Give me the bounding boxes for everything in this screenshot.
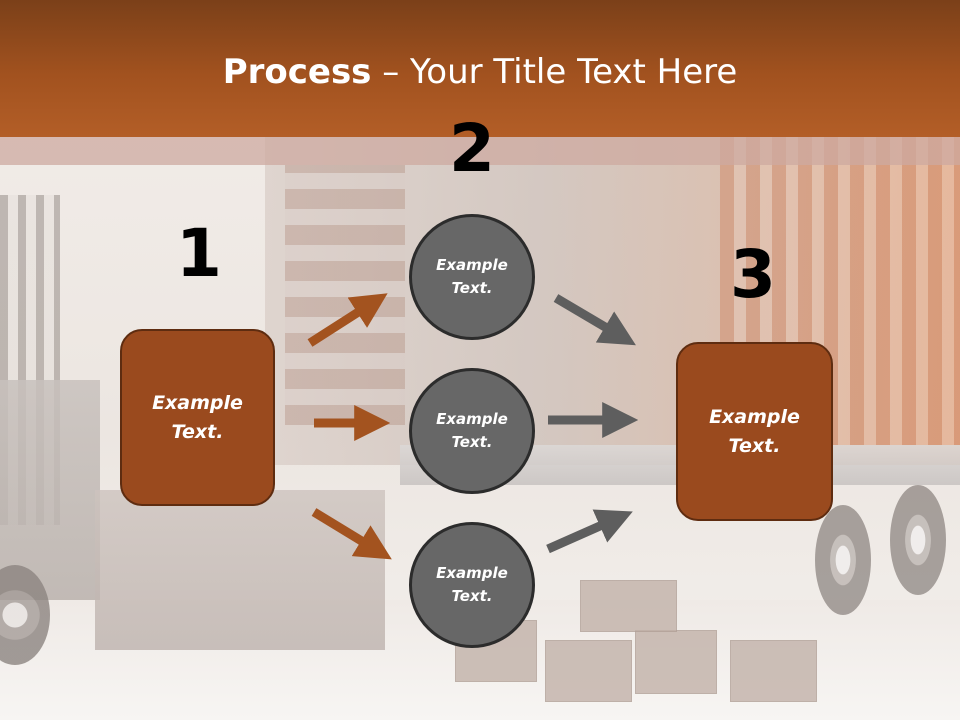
title-bold: Process [222,52,372,92]
step-1-box[interactable]: Example Text. [120,329,275,506]
circle-top-text: Example Text. [436,256,508,297]
step-1-text: Example Text. [152,391,243,443]
title-rest: – Your Title Text Here [371,52,738,92]
step-3-text: Example Text. [709,405,800,457]
title-bar-strip [0,137,960,165]
pallet-stack [95,490,385,650]
step-2-circle-bottom[interactable]: Example Text. [409,522,535,648]
cardboard-box [730,640,817,702]
step-number-3: 3 [730,236,776,313]
slide-title[interactable]: Process – Your Title Text Here [0,52,960,92]
cardboard-box [580,580,677,632]
container-door [285,165,405,425]
cardboard-box [635,630,717,694]
step-3-box[interactable]: Example Text. [676,342,833,521]
step-number-2: 2 [449,110,495,187]
step-number-1: 1 [176,215,222,292]
circle-bottom-text: Example Text. [436,564,508,605]
title-bar [0,0,960,137]
circle-middle-text: Example Text. [436,410,508,451]
forklift-body [0,380,100,600]
truck-wheel [815,505,871,615]
step-2-circle-middle[interactable]: Example Text. [409,368,535,494]
cardboard-box [545,640,632,702]
step-2-circle-top[interactable]: Example Text. [409,214,535,340]
truck-wheel [890,485,946,595]
